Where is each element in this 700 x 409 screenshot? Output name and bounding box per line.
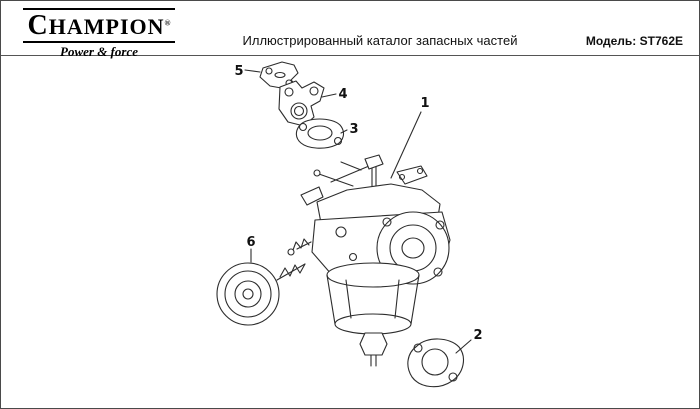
callout-line-2 <box>455 339 472 354</box>
model-label: Модель: ST762E <box>585 34 683 48</box>
brand-logo: CHAMPION® Power & force <box>23 8 175 60</box>
parts-diagram: 1 2 3 4 5 6 <box>1 56 699 408</box>
callout-1: 1 <box>420 96 429 111</box>
callout-4: 4 <box>338 87 347 102</box>
carburetor-exploded-drawing: 1 2 3 4 5 6 <box>216 61 483 388</box>
callout-3: 3 <box>349 122 358 137</box>
brand-name: CHAMPION <box>27 10 165 41</box>
part-6-primer <box>216 262 306 326</box>
callout-6: 6 <box>246 235 255 250</box>
callout-5: 5 <box>234 64 243 79</box>
callout-line-4 <box>321 93 337 98</box>
callout-2: 2 <box>473 328 482 343</box>
callout-line-5 <box>244 69 261 73</box>
part-1-carburetor <box>287 154 451 367</box>
callout-line-3 <box>340 129 348 134</box>
callout-line-1 <box>390 111 422 179</box>
brand-wordmark: CHAMPION® <box>23 11 175 40</box>
header: CHAMPION® Power & force Иллюстрированный… <box>1 1 699 59</box>
logo-rule-top <box>23 8 175 10</box>
brand-tagline: Power & force <box>60 44 138 60</box>
part-3-gasket <box>295 118 345 149</box>
registered-mark: ® <box>164 18 171 28</box>
logo-rule-bottom <box>23 41 175 44</box>
part-2-gasket <box>407 338 465 388</box>
part-4-bracket <box>278 80 325 127</box>
page-title: Иллюстрированный каталог запасных частей <box>242 33 518 48</box>
